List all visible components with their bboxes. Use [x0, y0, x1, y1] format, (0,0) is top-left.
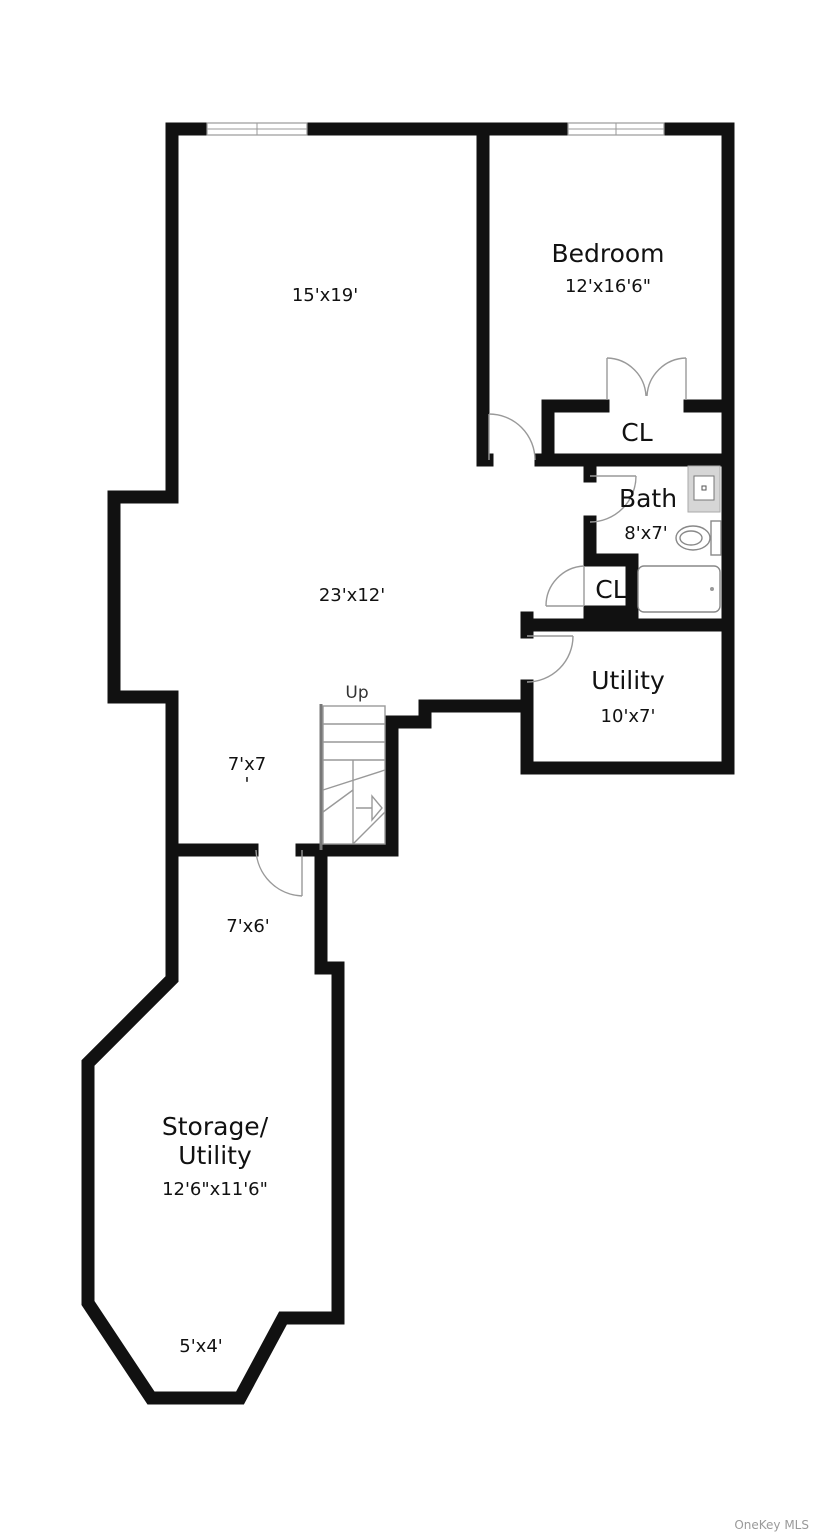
closet-hall-name: CL: [595, 575, 626, 604]
door-bath: [589, 475, 637, 523]
door-hall: [255, 849, 303, 897]
hall-a-dims-tail: ': [245, 774, 250, 795]
closet-bedroom-name: CL: [621, 418, 652, 447]
door-closet-hall: [545, 565, 585, 607]
main-room-dims: 23'x12': [319, 585, 385, 606]
utility-dims: 10'x7': [601, 706, 656, 727]
window-top-left: [206, 122, 308, 136]
toilet-fixture: [675, 520, 722, 556]
storage-dims: 12'6"x11'6": [162, 1179, 268, 1200]
bay-dims: 5'x4': [179, 1336, 222, 1357]
room-top-left-dims: 15'x19': [292, 285, 358, 306]
door-utility: [526, 635, 574, 683]
window-top-right: [567, 122, 665, 136]
staircase: [319, 704, 386, 850]
bathtub-fixture: [637, 565, 721, 613]
sink-fixture: [687, 465, 721, 513]
utility-name: Utility: [591, 666, 665, 695]
bath-name: Bath: [619, 484, 677, 513]
stairs-label: Up: [345, 683, 368, 703]
storage-name-line1: Storage/: [162, 1112, 269, 1141]
door-bedroom: [488, 413, 536, 461]
hall-b-dims: 7'x6': [226, 916, 269, 937]
interior-walls: [165, 122, 735, 857]
door-closet-bedroom: [606, 357, 687, 400]
watermark: OneKey MLS: [734, 1518, 809, 1532]
bedroom-dims: 12'x16'6": [565, 276, 651, 297]
bedroom-name: Bedroom: [551, 239, 664, 268]
bath-dims: 8'x7': [624, 523, 667, 544]
exterior-walls: [81, 122, 735, 1405]
hall-a-dims: 7'x7: [228, 754, 267, 775]
storage-name-line2: Utility: [178, 1141, 252, 1170]
